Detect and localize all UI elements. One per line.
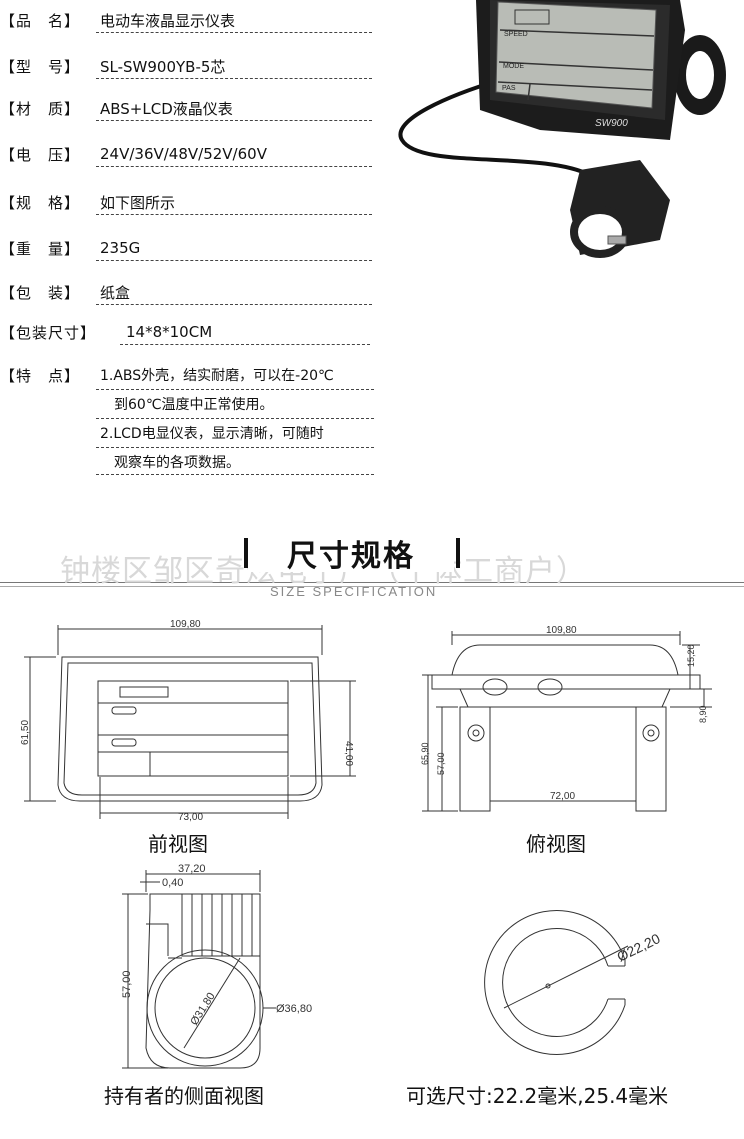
header-rule xyxy=(0,586,744,587)
top-leg-left xyxy=(459,706,491,812)
side-view-caption: 持有者的侧面视图 xyxy=(104,1084,264,1108)
dim-label: 57,00 xyxy=(436,752,446,775)
feature-line: 1.ABS外壳，结实耐磨，可以在-20℃ xyxy=(100,368,334,384)
lcd-screen xyxy=(495,1,657,109)
spec-key: 【电 压】 xyxy=(0,145,81,164)
dim-label: 8,90 xyxy=(698,705,708,723)
dim-label: 57,00 xyxy=(121,970,133,998)
spec-row: 【品 名】电动车液晶显示仪表 xyxy=(0,8,380,33)
dim-label: 109,80 xyxy=(170,619,201,630)
lcd-label: MODE xyxy=(503,63,524,70)
spec-underline xyxy=(96,78,372,79)
feature-underline xyxy=(96,418,374,419)
feature-line: 2.LCD电显仪表，显示清晰，可随时 xyxy=(100,426,324,442)
spec-underline xyxy=(96,260,372,261)
section-subtitle: SIZE SPECIFICATION xyxy=(270,584,438,599)
front-screen xyxy=(97,680,289,777)
dim-label: 72,00 xyxy=(550,791,575,802)
spec-value: 235G xyxy=(100,239,141,257)
features-key: 【特 点】 xyxy=(0,366,81,385)
spec-key: 【材 质】 xyxy=(0,99,81,118)
lcd-label: SPEED xyxy=(504,31,528,38)
lcd-label: PAS xyxy=(502,85,516,92)
title-bar-left xyxy=(244,538,248,568)
feature-underline xyxy=(96,447,374,448)
feature-line: 到60℃温度中正常使用。 xyxy=(114,397,274,413)
top-leg-right xyxy=(635,706,667,812)
spec-row: 【电 压】 24V/36V/48V/52V/60V xyxy=(0,142,380,167)
spec-row: 【重 量】 235G xyxy=(0,236,380,261)
spec-row: 【型 号】 SL-SW900YB-5芯 xyxy=(0,54,380,79)
dim-label: Ø31,80 xyxy=(188,991,217,1028)
spec-key: 【包 装】 xyxy=(0,283,81,302)
brand-label: SW900 xyxy=(595,118,628,129)
dim-label: 109,80 xyxy=(546,625,577,636)
dim-label: 73,00 xyxy=(178,812,203,823)
spec-key: 【规 格】 xyxy=(0,193,81,212)
dim-label: Ø22,20 xyxy=(614,930,662,965)
clamp-outer xyxy=(484,910,626,1055)
spec-key: 【包装尺寸】 xyxy=(0,323,97,342)
spec-row: 【包 装】纸盒 xyxy=(0,280,380,305)
spec-underline xyxy=(96,166,372,167)
top-view-drawing: 109,80 15,20 8,90 65,90 57,00 72,00 xyxy=(420,625,712,812)
spec-key: 【重 量】 xyxy=(0,239,81,258)
spec-value: 14*8*10CM xyxy=(126,323,213,341)
title-bar-right xyxy=(456,538,460,568)
pod-clamp xyxy=(570,206,630,258)
spec-underline xyxy=(96,304,372,305)
dim-label: 0,40 xyxy=(162,877,183,889)
front-view-caption: 前视图 xyxy=(148,832,208,856)
spec-value: 如下图所示 xyxy=(100,193,176,212)
spec-key: 【品 名】 xyxy=(0,11,81,30)
section-title: 尺寸规格 xyxy=(287,539,415,574)
feature-line: 观察车的各项数据。 xyxy=(114,455,240,471)
spec-row: 【规 格】如下图所示 xyxy=(0,190,380,215)
spec-value: 电动车液晶显示仪表 xyxy=(100,11,236,30)
spec-row: 【材 质】 ABS+LCD液晶仪表 xyxy=(0,96,380,121)
spec-value: ABS+LCD液晶仪表 xyxy=(100,99,233,118)
dim-label: 61,50 xyxy=(20,720,31,745)
side-clamp-body xyxy=(145,893,261,1069)
spec-underline xyxy=(96,32,372,33)
top-view-caption: 俯视图 xyxy=(526,832,586,856)
spec-underline xyxy=(96,120,372,121)
spec-underline xyxy=(120,344,370,345)
top-housing xyxy=(451,644,679,676)
clamp-caption: 可选尺寸:22.2毫米,25.4毫米 xyxy=(406,1084,669,1108)
spec-value: SL-SW900YB-5芯 xyxy=(100,57,226,76)
mount-ring-hole xyxy=(686,51,714,99)
spec-key: 【型 号】 xyxy=(0,57,81,76)
clamp-drawing: Ø22,20 xyxy=(484,910,663,1055)
cable xyxy=(398,78,591,177)
front-body xyxy=(57,656,323,802)
pod-screw xyxy=(607,235,627,245)
side-view-drawing: 37,20 0,40 57,00 Ø31,80 Ø36,80 xyxy=(121,863,312,1069)
title-box: 尺寸规格 xyxy=(248,534,454,574)
dim-label: 41,00 xyxy=(343,741,354,766)
features-key-row: 【特 点】 xyxy=(0,363,80,387)
dim-label: 15,20 xyxy=(686,644,696,667)
feature-underline xyxy=(96,389,374,390)
spec-value: 24V/36V/48V/52V/60V xyxy=(100,145,267,163)
spec-underline xyxy=(96,214,372,215)
side-ribs xyxy=(181,893,261,957)
front-view-drawing: 109,80 61,50 41,00 73,00 xyxy=(20,619,356,823)
size-section-header: 钟楼区邹区奇炫电子厂（个体工商户） 尺寸规格 SIZE SPECIFICATIO… xyxy=(0,520,744,610)
feature-underline xyxy=(96,474,374,475)
dim-label: Ø36,80 xyxy=(276,1003,312,1015)
spec-row: 【包装尺寸】 14*8*10CM xyxy=(0,320,380,345)
spec-value: 纸盒 xyxy=(100,283,131,302)
header-rule xyxy=(0,582,744,583)
product-photo: SPEED MODE PAS SW900 xyxy=(398,0,726,258)
dim-label: 37,20 xyxy=(178,863,206,875)
dim-label: 65,90 xyxy=(420,742,430,765)
